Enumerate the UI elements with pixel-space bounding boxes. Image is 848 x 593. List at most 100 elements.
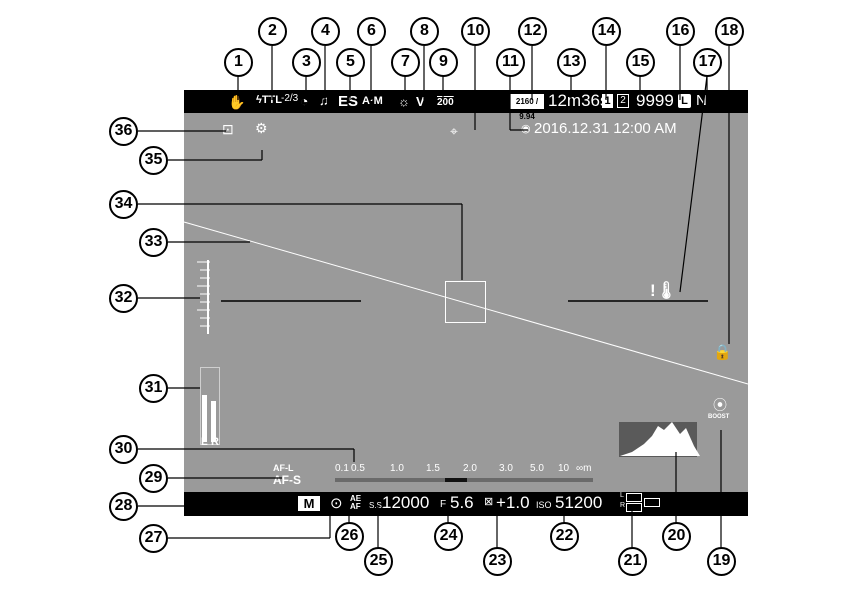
boost-label: BOOST <box>708 414 730 420</box>
clock-icon: ◉ <box>521 123 531 135</box>
callout-1: 1 <box>224 48 253 77</box>
mic-level-meter <box>198 365 220 445</box>
movie-mode-badge: 2160 / 9.94 <box>510 94 544 121</box>
dynamic-range-indicator: 200 <box>437 97 454 108</box>
distance-label-1: 0.5 <box>351 463 365 474</box>
callout-8: 8 <box>410 17 439 46</box>
focus-lock-indicator: AF-L <box>273 463 294 473</box>
callout-30: 30 <box>109 435 138 464</box>
distance-label-8: ∞m <box>576 463 592 474</box>
battery-icon <box>626 503 642 512</box>
callout-10: 10 <box>461 17 490 46</box>
image-size-badge: L <box>678 94 691 108</box>
stabilization-icon: ✋ <box>228 94 246 110</box>
white-balance-icon: ☼ <box>398 94 410 109</box>
distance-label-2: 1.0 <box>390 463 404 474</box>
focus-mode: AF-S <box>273 473 301 487</box>
aperture-prefix: F <box>440 499 447 510</box>
distance-label-4: 2.0 <box>463 463 477 474</box>
drive-indicator: A·M <box>362 95 383 107</box>
distance-bar <box>335 478 593 482</box>
callout-24: 24 <box>434 522 463 551</box>
flash-comp-value: -2/3 <box>281 93 299 104</box>
location-icon: ⌖ <box>450 123 458 139</box>
callout-33: 33 <box>139 228 168 257</box>
film-simulation-icon: V <box>416 94 425 109</box>
frames-remaining: 9999 <box>636 91 674 110</box>
callout-19: 19 <box>707 547 736 576</box>
callout-5: 5 <box>336 48 365 77</box>
shutter-type-indicator: ES <box>338 93 359 110</box>
callout-11: 11 <box>496 48 525 77</box>
camera-screen: ✋ ϟTTL -2/3 ◔ ♫ ES A·M ☼ V 200 2160 / 9.… <box>184 90 748 516</box>
bottom-status-bar <box>184 492 748 516</box>
callout-29: 29 <box>139 464 168 493</box>
callout-3: 3 <box>292 48 321 77</box>
callout-14: 14 <box>592 17 621 46</box>
callout-22: 22 <box>550 522 579 551</box>
callout-2: 2 <box>258 17 287 46</box>
face-detect-icon: ⚙ <box>255 120 268 136</box>
callout-9: 9 <box>429 48 458 77</box>
callout-32: 32 <box>109 284 138 313</box>
temperature-warning-icon: !🌡 <box>650 281 678 300</box>
aperture-value: 5.6 <box>450 493 474 512</box>
focus-check-icon: ⊡ <box>222 121 234 137</box>
iso-prefix: ISO <box>536 500 552 510</box>
self-timer-icon: ◔ <box>300 93 309 109</box>
focus-frame <box>445 281 486 323</box>
flash-icon: ϟTTL <box>256 94 282 106</box>
card-slot-1: 1 <box>602 94 613 108</box>
battery-icon <box>644 498 660 507</box>
callout-12: 12 <box>518 17 547 46</box>
callout-15: 15 <box>626 48 655 77</box>
callout-16: 16 <box>666 17 695 46</box>
card-slot-2: 2 <box>617 94 629 108</box>
callout-25: 25 <box>364 547 393 576</box>
exposure-mode-badge: M <box>298 496 320 511</box>
date-time: 2016.12.31 12:00 AM <box>534 120 677 137</box>
mic-left-label: L <box>201 436 208 448</box>
boost-icon: ⦿ <box>713 397 727 413</box>
callout-31: 31 <box>139 374 168 403</box>
mic-right-label: R <box>211 436 219 448</box>
callout-23: 23 <box>483 547 512 576</box>
battery-l-label: L <box>620 492 624 499</box>
callout-18: 18 <box>715 17 744 46</box>
exposure-indicator <box>198 256 212 338</box>
movie-time-remaining: 12m36s <box>548 91 609 110</box>
lock-icon: 🔒 <box>713 344 732 361</box>
callout-17: 17 <box>693 48 722 77</box>
callout-4: 4 <box>311 17 340 46</box>
metering-icon: ⊙ <box>330 495 343 512</box>
callout-27: 27 <box>139 524 168 553</box>
battery-r-label: R <box>620 502 626 509</box>
distance-label-5: 3.0 <box>499 463 513 474</box>
callout-36: 36 <box>109 117 138 146</box>
callout-34: 34 <box>109 190 138 219</box>
exposure-scale-ticks <box>197 261 210 327</box>
callout-28: 28 <box>109 492 138 521</box>
iso-value: 51200 <box>555 493 603 512</box>
shutter-prefix: S.S. <box>369 501 385 510</box>
distance-label-6: 5.0 <box>530 463 544 474</box>
sound-icon: ♫ <box>319 93 329 108</box>
callout-20: 20 <box>662 522 691 551</box>
callout-26: 26 <box>335 522 364 551</box>
distance-label-0: 0.1 <box>335 463 349 474</box>
callout-21: 21 <box>618 547 647 576</box>
exp-comp-value: +1.0 <box>496 493 530 512</box>
histogram-curve <box>620 422 700 456</box>
callout-6: 6 <box>357 17 386 46</box>
distance-label-3: 1.5 <box>426 463 440 474</box>
exp-comp-icon: ⊠ <box>484 496 494 508</box>
callout-7: 7 <box>391 48 420 77</box>
shutter-speed: 12000 <box>382 493 430 512</box>
callout-13: 13 <box>557 48 586 77</box>
battery-icon <box>626 493 642 502</box>
callout-35: 35 <box>139 146 168 175</box>
image-quality: N <box>696 92 707 109</box>
electronic-level-line <box>183 221 749 385</box>
distance-label-7: 10 <box>558 463 570 474</box>
